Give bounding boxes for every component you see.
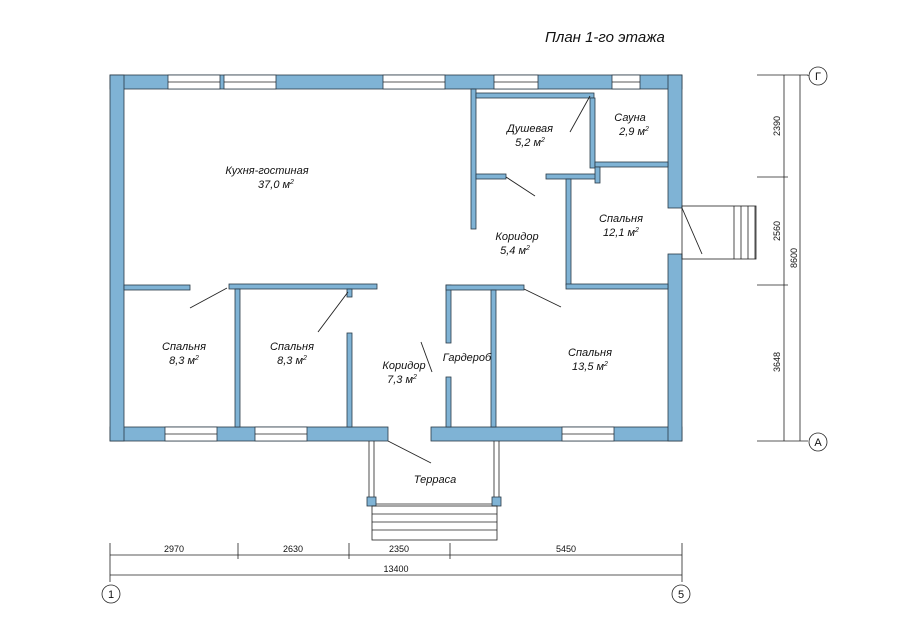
door-shower (569, 95, 591, 133)
wall-right-upper (667, 74, 683, 209)
wall-sauna-bottom (594, 161, 669, 168)
room-area: 8,3 м2 (169, 355, 199, 367)
terrace-post-left (366, 496, 377, 507)
room-name: Коридор (495, 231, 538, 243)
wall-bedroom-12-bottom (565, 283, 669, 290)
dimension-label: 2390 (772, 116, 782, 136)
axis-label-right: 5 (678, 589, 684, 601)
wall-wardrobe-left-top (445, 284, 452, 344)
dimension-label: 2350 (389, 544, 409, 554)
interior-walls (123, 88, 669, 428)
room-name: Терраса (414, 474, 456, 486)
wall-bath-bottom-right (545, 173, 597, 180)
terrace (366, 441, 502, 541)
wall-bedrooms-divider (234, 288, 241, 428)
room-area: 12,1 м2 (603, 227, 639, 239)
door-bedroom-13 (523, 288, 562, 308)
room-area: 2,9 м2 (618, 126, 649, 138)
wall-bath-bottom-left (475, 173, 507, 180)
room-area: 13,5 м2 (572, 361, 608, 373)
wall-bottom-right (430, 426, 683, 442)
axis-markers: Г А 1 5 (101, 66, 828, 604)
wall-corridor-left (346, 332, 353, 428)
door-bedroom-left (189, 287, 228, 309)
wall-left (109, 74, 125, 442)
windows (164, 74, 641, 442)
dimension-right: 2390 2560 3648 8600 (757, 74, 808, 442)
room-area: 5,2 м2 (515, 137, 545, 149)
room-name: Спальня (599, 213, 643, 225)
dimension-label: 2630 (283, 544, 303, 554)
doors (189, 95, 703, 464)
door-wardrobe (420, 341, 433, 373)
axis-label-left: 1 (108, 589, 114, 601)
axis-marker-right (671, 584, 691, 604)
room-labels: Кухня-гостиная 37,0 м2 Душевая 5,2 м2 Са… (162, 112, 649, 486)
room-name: Гардероб (443, 352, 492, 364)
wall-bath-left (470, 88, 477, 230)
axis-label-top: Г (815, 71, 821, 83)
room-area: 7,3 м2 (387, 374, 417, 386)
exterior-walls (109, 74, 683, 442)
room-area: 5,4 м2 (500, 245, 530, 257)
room-name: Кухня-гостиная (225, 165, 308, 177)
wall-bedroom-12-left (565, 178, 572, 286)
dimension-total-label: 13400 (383, 564, 408, 574)
room-name: Сауна (614, 112, 646, 124)
wall-wardrobe-right (490, 289, 497, 428)
wall-bath-top (475, 92, 595, 99)
terrace-post-right (491, 496, 502, 507)
axis-marker-left (101, 584, 121, 604)
door-entrance (681, 207, 703, 255)
axis-marker-top (808, 66, 828, 86)
dimension-label: 2970 (164, 544, 184, 554)
wall-right-lower (667, 253, 683, 442)
room-name: Коридор (382, 360, 425, 372)
dimension-total-label: 8600 (789, 248, 799, 268)
wall-wardrobe-top (445, 284, 525, 291)
door-bedroom-mid (317, 291, 349, 333)
terrace-steps (371, 505, 498, 541)
room-area: 37,0 м2 (258, 179, 294, 191)
entrance-steps (681, 205, 757, 260)
wall-bedroom-12-jog (594, 166, 601, 184)
plan-title: План 1-го этажа (545, 29, 665, 46)
steps-outline (681, 205, 757, 260)
wall-bedroom-mid-top (228, 283, 378, 290)
wall-bath-sauna-divider (589, 97, 596, 169)
door-corridor (505, 176, 536, 197)
wall-bottom-left (109, 426, 389, 442)
room-name: Спальня (568, 347, 612, 359)
dimension-label: 3648 (772, 352, 782, 372)
room-name: Спальня (270, 341, 314, 353)
dimension-bottom: 2970 2630 2350 5450 13400 (109, 543, 683, 582)
axis-marker-bottom (808, 432, 828, 452)
room-area: 8,3 м2 (277, 355, 307, 367)
dimension-label: 2560 (772, 221, 782, 241)
room-name: Спальня (162, 341, 206, 353)
axis-label-bottom: А (814, 437, 822, 449)
wall-wardrobe-left-bottom (445, 376, 452, 428)
room-name: Душевая (505, 123, 553, 135)
wall-bedroom-left-top (123, 284, 191, 291)
door-terrace (387, 440, 432, 464)
dimension-label: 5450 (556, 544, 576, 554)
